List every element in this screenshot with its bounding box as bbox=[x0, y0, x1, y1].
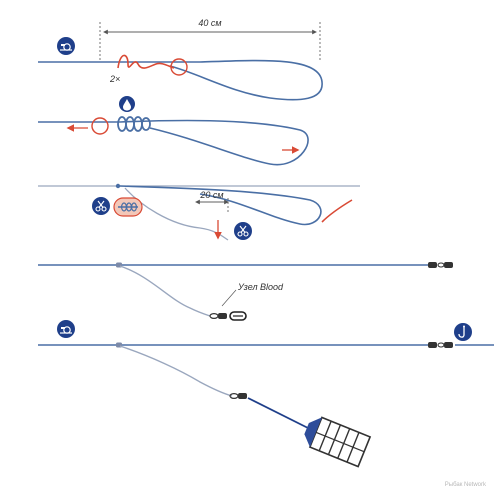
step-5-feeder-rig bbox=[38, 320, 494, 468]
fishing-reel-icon bbox=[57, 320, 75, 338]
step-1-loop: 40 см 2× bbox=[38, 18, 323, 101]
knot-coils bbox=[117, 116, 151, 132]
swivel bbox=[428, 342, 453, 348]
drop-icon bbox=[119, 96, 135, 112]
swivel bbox=[229, 393, 247, 400]
tag-end-red bbox=[321, 199, 353, 223]
callout-line bbox=[221, 289, 237, 307]
watermark: Рыбак Network bbox=[445, 482, 487, 488]
fishing-hook-icon bbox=[454, 323, 472, 341]
step-2-knot bbox=[38, 96, 309, 166]
scissors-icon bbox=[92, 197, 110, 215]
swivel bbox=[209, 313, 227, 320]
feeder-cage bbox=[304, 416, 372, 468]
step-3-trim: 20 см bbox=[38, 183, 360, 241]
leader-branch bbox=[119, 265, 211, 317]
swivel bbox=[428, 262, 453, 268]
main-line-loop-3 bbox=[119, 185, 322, 226]
dimension-20cm: 20 см bbox=[195, 190, 229, 214]
knot-badge bbox=[113, 197, 143, 217]
dimension-40cm: 40 см bbox=[99, 18, 321, 60]
turns-label: 2× bbox=[109, 74, 120, 84]
knot-highlight-circle bbox=[91, 117, 109, 135]
scissors-icon bbox=[234, 222, 252, 240]
knot-dot bbox=[115, 183, 121, 189]
leader-branch bbox=[119, 345, 233, 397]
dimension-label-mid: 20 см bbox=[199, 190, 223, 200]
step-4-blood-knot: Узел Blood bbox=[38, 262, 453, 321]
loop-highlight-circle bbox=[170, 58, 188, 76]
twist-turns bbox=[117, 54, 175, 69]
feeder-link bbox=[247, 397, 313, 431]
dimension-label-top: 40 см bbox=[198, 18, 221, 28]
fishing-reel-icon bbox=[57, 37, 75, 55]
snap-clip bbox=[229, 311, 247, 321]
knot-name-label: Узел Blood bbox=[237, 282, 284, 292]
main-line-loop bbox=[38, 59, 323, 101]
main-line-loop-2 bbox=[38, 119, 309, 166]
